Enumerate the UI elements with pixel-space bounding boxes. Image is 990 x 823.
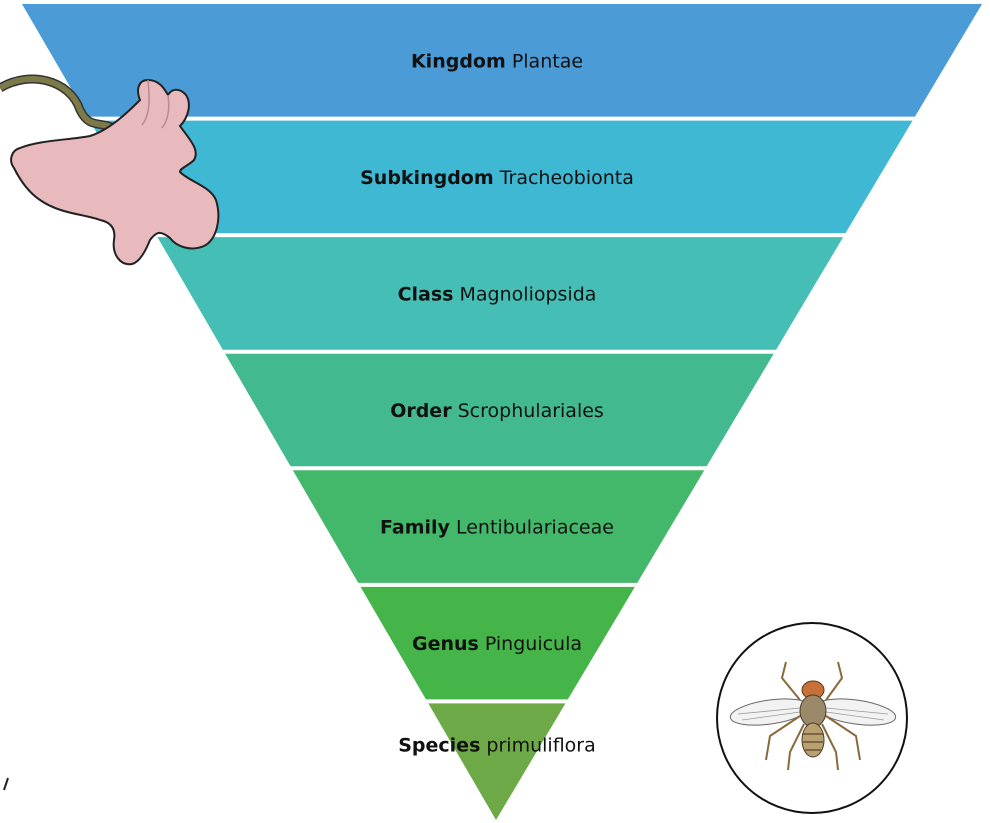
level-band-species <box>428 703 566 820</box>
level-band-order <box>225 353 774 467</box>
level-band-subkingdom <box>89 120 913 234</box>
level-label-subkingdom: Subkingdom Tracheobionta <box>360 167 634 189</box>
rank-name: Class <box>398 283 454 305</box>
rank-name: Species <box>398 734 480 756</box>
taxon-name: Magnoliopsida <box>453 283 596 305</box>
taxon-name: Plantae <box>506 50 583 72</box>
rank-name: Order <box>390 400 452 422</box>
level-band-kingdom <box>22 4 982 117</box>
taxon-name: Lentibulariaceae <box>450 517 614 539</box>
level-label-order: Order Scrophulariales <box>390 400 604 422</box>
taxon-name: Scrophulariales <box>452 400 604 422</box>
stray-mark <box>3 777 9 791</box>
level-label-class: Class Magnoliopsida <box>398 283 597 305</box>
rank-name: Genus <box>412 633 479 655</box>
level-label-kingdom: Kingdom Plantae <box>411 50 583 72</box>
pink-flower-illustration <box>0 74 220 266</box>
level-band-genus <box>360 586 635 700</box>
rank-name: Family <box>380 517 451 539</box>
level-band-family <box>292 470 705 583</box>
rank-name: Subkingdom <box>360 167 494 189</box>
level-band-class <box>157 237 844 350</box>
taxon-name: primuliflora <box>480 734 595 756</box>
level-label-species: Species primuliflora <box>398 734 596 756</box>
level-label-genus: Genus Pinguicula <box>412 633 582 655</box>
level-label-family: Family Lentibulariaceae <box>380 517 614 539</box>
fly-illustration <box>716 622 908 814</box>
rank-name: Kingdom <box>411 50 506 72</box>
taxon-name: Pinguicula <box>479 633 582 655</box>
taxon-name: Tracheobionta <box>494 167 634 189</box>
